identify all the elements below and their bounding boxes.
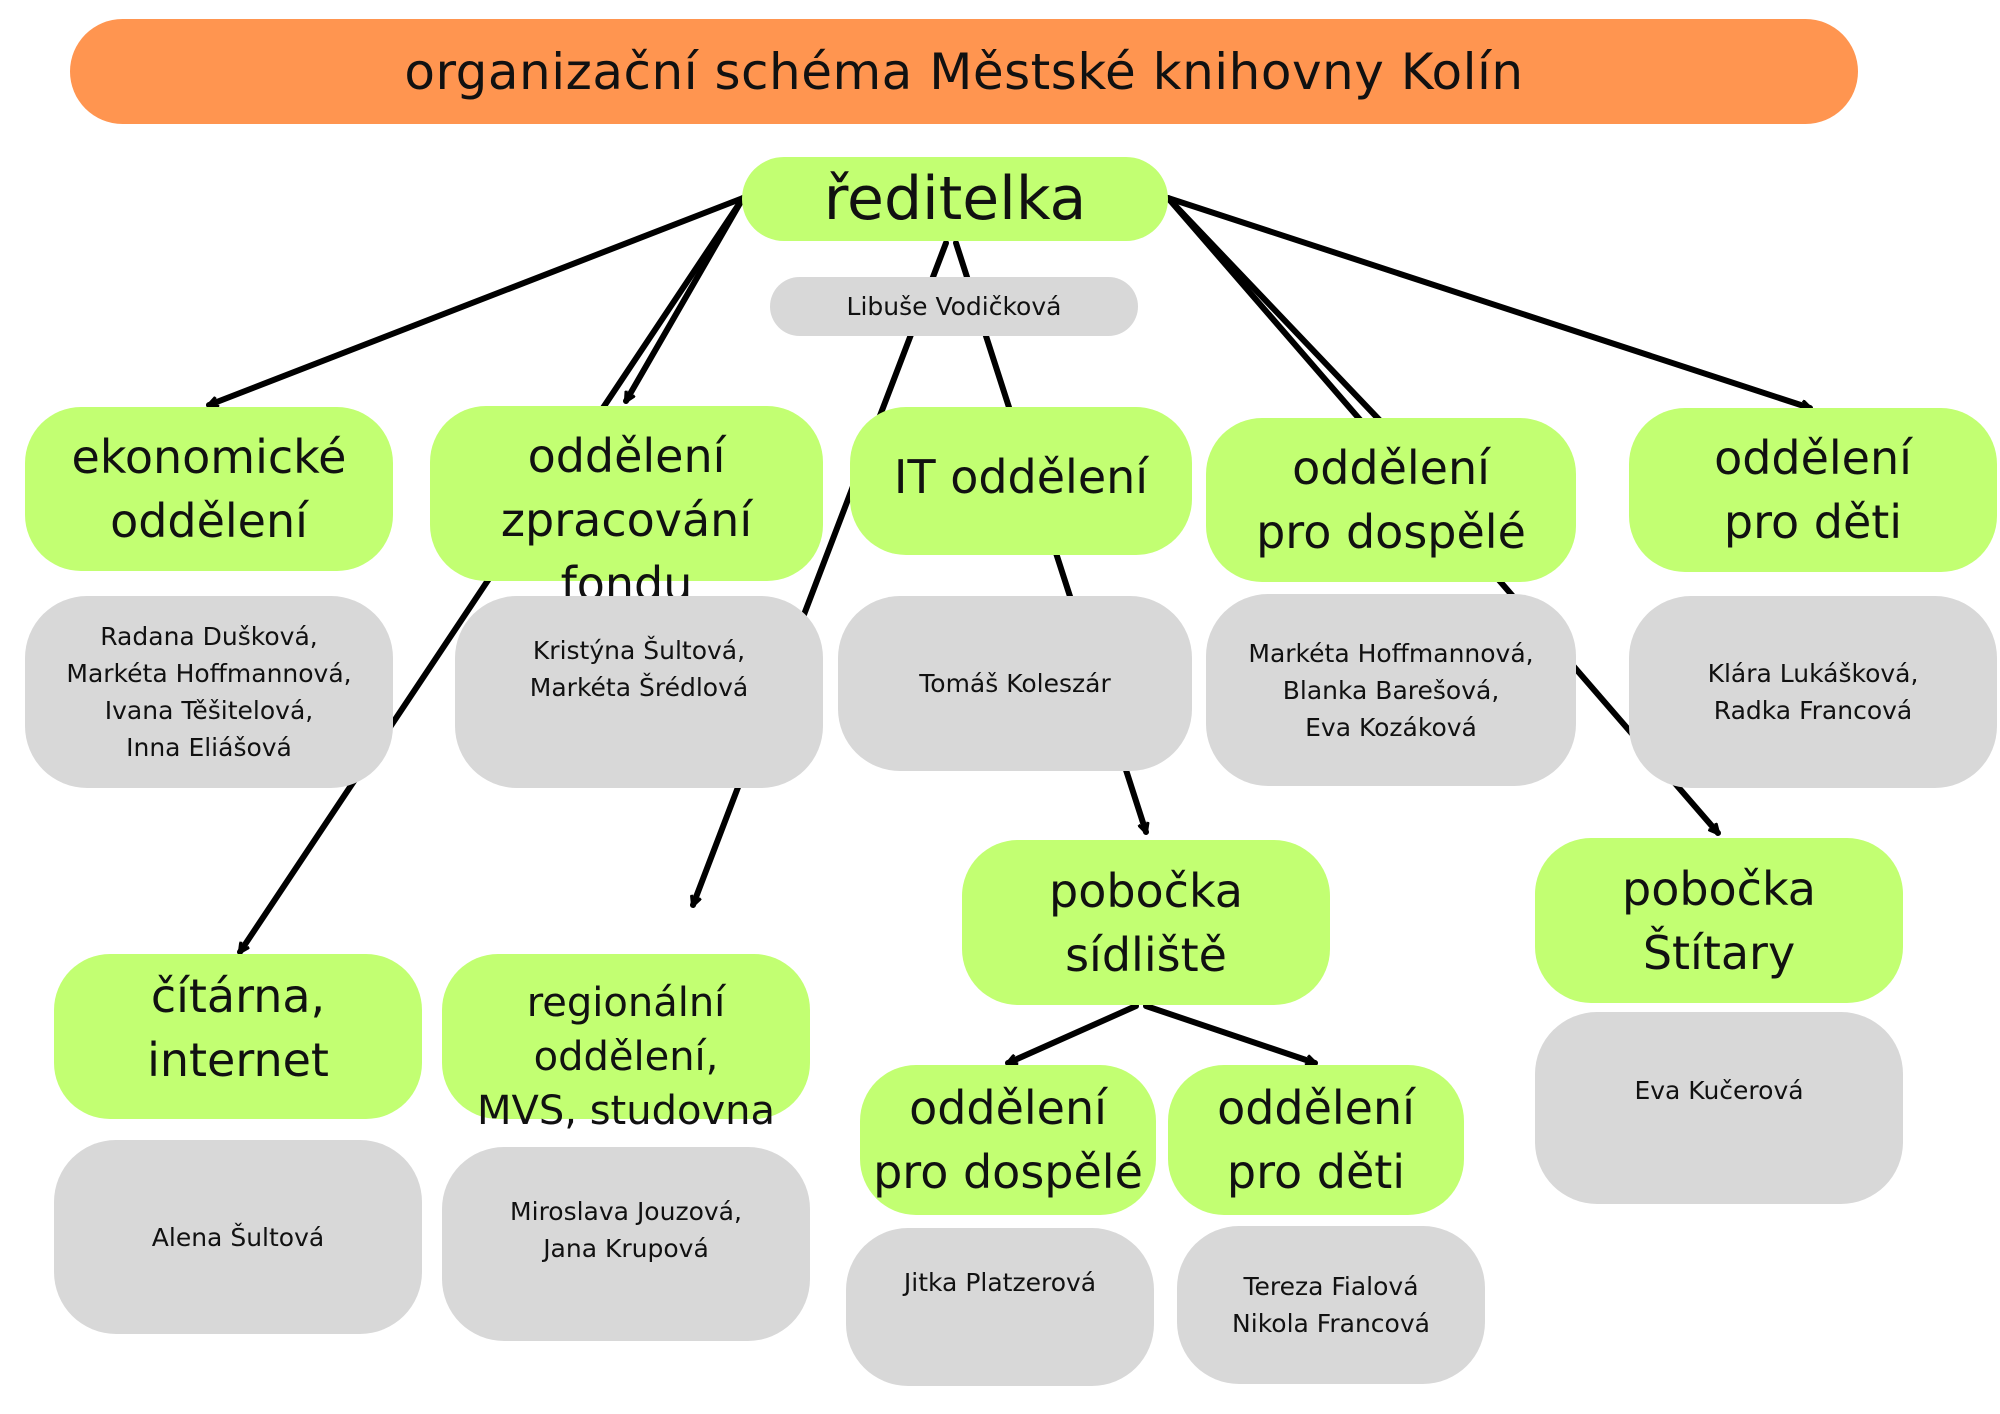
- children-department-label: oddělení pro děti: [1714, 431, 1912, 549]
- children-staff: Klára Lukášková, Radka Francová: [1707, 659, 1919, 725]
- children-department-box: oddělení pro děti: [1629, 408, 1997, 572]
- reading-room-staff: Alena Šultová: [151, 1222, 325, 1252]
- regional-department-box: regionální oddělení, MVS, studovna: [442, 954, 810, 1134]
- director-name-badge: Libuše Vodičková: [770, 277, 1138, 336]
- director-label: ředitelka: [823, 164, 1087, 234]
- adults-department-box: oddělení pro dospělé: [1206, 418, 1576, 582]
- it-staff-box: Tomáš Koleszár: [838, 596, 1192, 771]
- arrow-director-economic: [209, 195, 746, 405]
- branch-stitary-label: pobočka Štítary: [1622, 861, 1816, 980]
- adults-department-label: oddělení pro dospělé: [1256, 441, 1526, 559]
- regional-department-label: regionální oddělení, MVS, studovna: [477, 980, 775, 1134]
- chart-title: organizační schéma Městské knihovny Kolí…: [70, 19, 1858, 124]
- reading-room-box: čítárna, internet: [54, 954, 422, 1119]
- arrow-director-children: [1165, 195, 1810, 408]
- sidliste-children-label: oddělení pro děti: [1217, 1081, 1415, 1199]
- economic-department-box: ekonomické oddělení: [25, 407, 393, 571]
- adults-staff-box: Markéta Hoffmannová, Blanka Barešová, Ev…: [1206, 594, 1576, 786]
- children-staff-box: Klára Lukášková, Radka Francová: [1629, 596, 1997, 788]
- director-name: Libuše Vodičková: [846, 292, 1062, 321]
- sidliste-adults-box: oddělení pro dospělé: [860, 1065, 1156, 1215]
- sidliste-children-staff-box: Tereza Fialová Nikola Francová: [1177, 1226, 1485, 1384]
- branch-stitary-box: pobočka Štítary: [1535, 838, 1903, 1003]
- sidliste-adults-staff-box: Jitka Platzerová: [846, 1228, 1154, 1386]
- branch-stitary-staff-box: Eva Kučerová: [1535, 1012, 1903, 1204]
- adults-staff: Markéta Hoffmannová, Blanka Barešová, Ev…: [1248, 638, 1534, 742]
- it-staff: Tomáš Koleszár: [919, 669, 1111, 698]
- economic-staff: Radana Dušková, Markéta Hoffmannová, Iva…: [66, 622, 352, 762]
- branch-sidliste-label: pobočka sídliště: [1049, 863, 1243, 982]
- arrow-director-regional: [693, 240, 949, 905]
- arrow-sidliste-adults: [1008, 1003, 1139, 1066]
- branch-sidliste-box: pobočka sídliště: [962, 840, 1330, 1005]
- reading-room-label: čítárna, internet: [147, 969, 329, 1087]
- sidliste-adults-staff: Jitka Platzerová: [903, 1268, 1097, 1297]
- branch-stitary-staff: Eva Kučerová: [1634, 1076, 1804, 1105]
- processing-staff: Kristýna Šultová, Markéta Šrédlová: [529, 636, 749, 702]
- regional-staff: Miroslava Jouzová, Jana Krupová: [510, 1197, 742, 1263]
- reading-room-staff-box: Alena Šultová: [54, 1140, 422, 1334]
- arrow-sidliste-children: [1143, 1003, 1315, 1063]
- processing-staff-box: Kristýna Šultová, Markéta Šrédlová: [455, 596, 823, 788]
- economic-department-label: ekonomické oddělení: [71, 430, 347, 548]
- it-department-label: IT oddělení: [893, 450, 1149, 504]
- regional-staff-box: Miroslava Jouzová, Jana Krupová: [442, 1147, 810, 1341]
- processing-department-label: oddělení zpracování fondu: [500, 429, 753, 611]
- sidliste-children-box: oddělení pro děti: [1168, 1065, 1464, 1215]
- economic-staff-box: Radana Dušková, Markéta Hoffmannová, Iva…: [25, 596, 393, 788]
- sidliste-children-staff: Tereza Fialová Nikola Francová: [1232, 1272, 1430, 1338]
- sidliste-adults-label: oddělení pro dospělé: [873, 1081, 1143, 1199]
- it-department-box: IT oddělení: [850, 407, 1192, 555]
- director-box: ředitelka: [742, 157, 1168, 241]
- processing-department-box: oddělení zpracování fondu: [430, 406, 823, 611]
